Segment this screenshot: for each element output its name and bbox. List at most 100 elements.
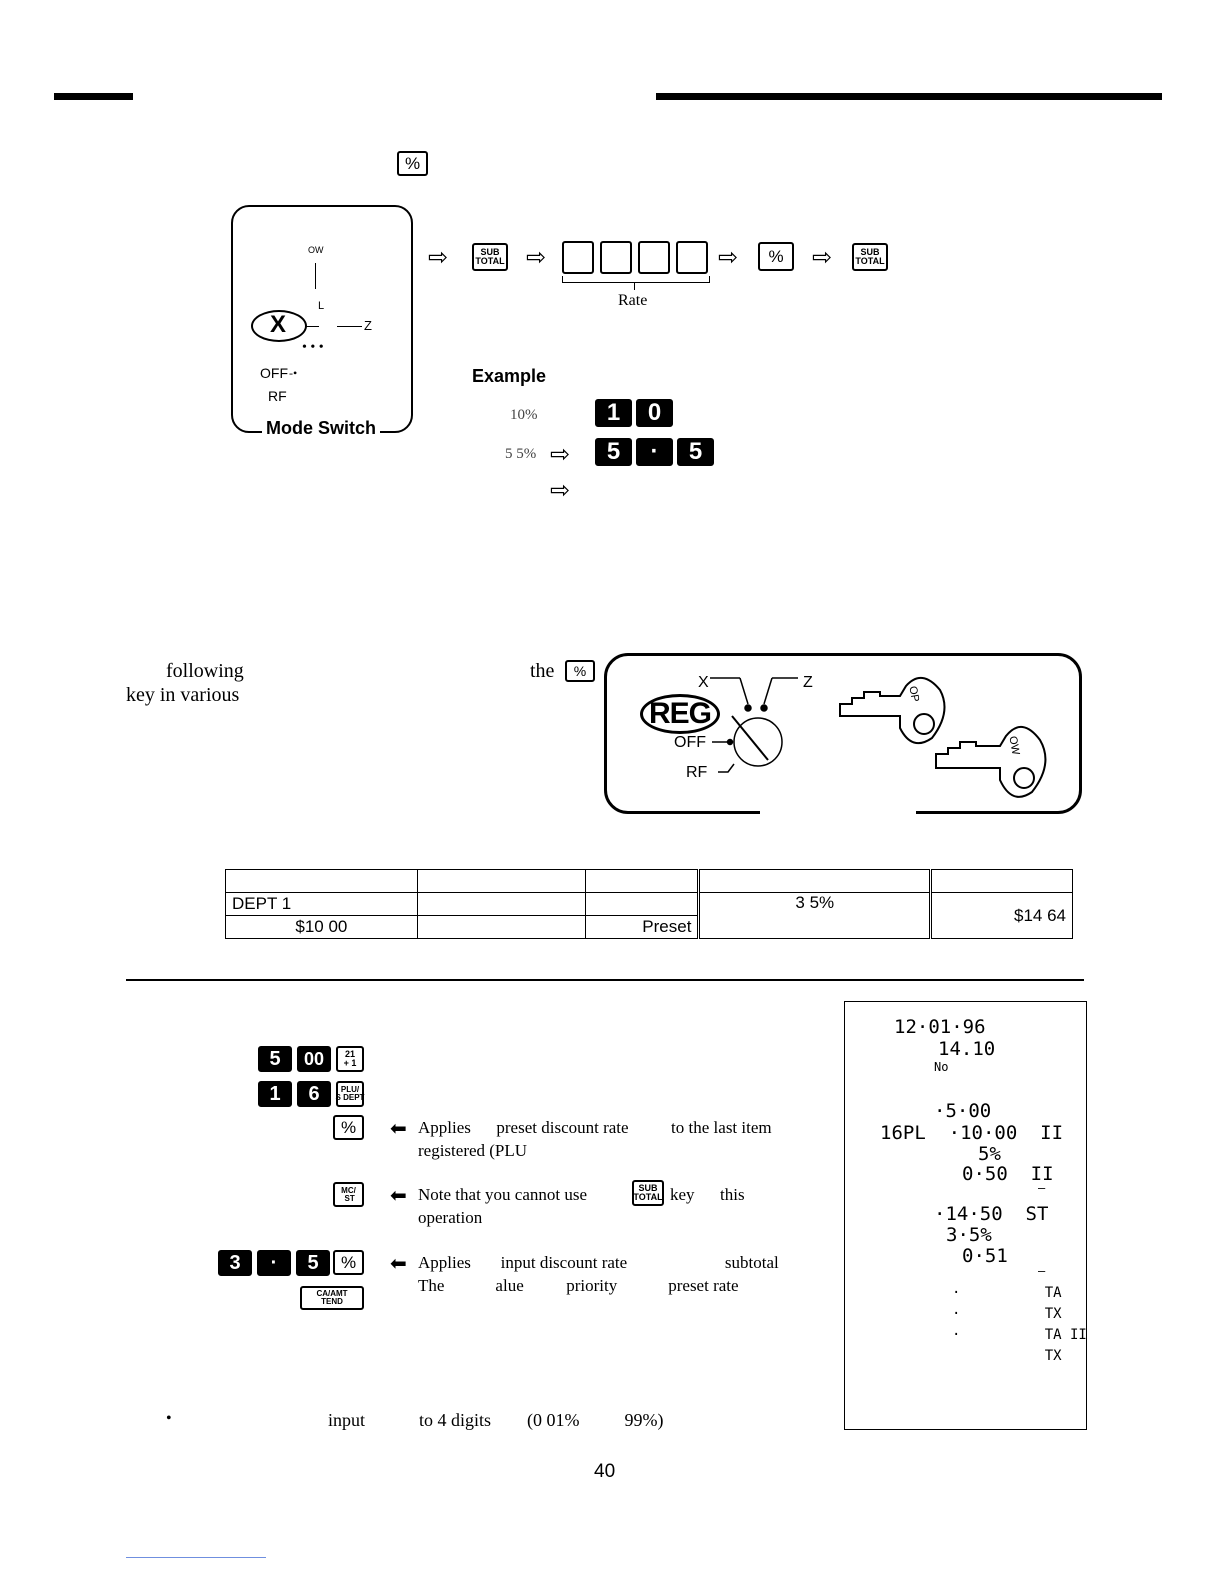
receipt-line: – (1038, 1264, 1046, 1278)
settings-table: DEPT 1 3 5% $14 64 $10 00 Preset (225, 869, 1073, 939)
rate-digit-box-2 (600, 241, 632, 274)
footer-rule (126, 1557, 266, 1558)
receipt-line: 16PL ·10·00 II (880, 1122, 1064, 1144)
subtotal-key-1: SUB TOTAL (472, 243, 508, 271)
proc-key-ca-amt: CA/AMT TEND (300, 1286, 364, 1310)
arrow-2: ⇨ (526, 243, 547, 271)
svg-text:OW: OW (1006, 735, 1021, 756)
proc-key-3: 3 (218, 1250, 252, 1276)
receipt-line: 5% (978, 1143, 1001, 1165)
example-arrow-1: ⇨ (550, 440, 571, 468)
table-cell (416, 892, 586, 916)
note-arrow-1: ⬅ (390, 1116, 407, 1140)
table-cell-preset: Preset (584, 915, 700, 939)
receipt-date: 12·01·96 (894, 1016, 986, 1038)
rate-digit-box-3 (638, 241, 670, 274)
note3-line1: Applies input discount rate subtotal (418, 1253, 779, 1272)
example-row2-label: 5 5% (505, 446, 537, 462)
intro-line2: key in various (126, 684, 240, 706)
receipt-time: 14.10 (938, 1038, 996, 1060)
proc-key-1: 1 (258, 1081, 292, 1107)
receipt-line: 3·5% (946, 1224, 992, 1246)
table-cell-price: $10 00 (225, 915, 418, 939)
table-cell (416, 915, 586, 939)
reg-dial (710, 677, 798, 773)
table-row (225, 869, 1073, 893)
table-cell-dept: DEPT 1 (225, 892, 418, 916)
arrow-4: ⇨ (812, 243, 833, 271)
proc-key-percent-2: % (333, 1250, 364, 1275)
reg-label-x: X (698, 674, 709, 691)
proc-key-6: 6 (297, 1081, 331, 1107)
receipt-line: · TX (952, 1306, 1062, 1322)
table-row: $10 00 Preset (225, 915, 1073, 939)
receipt-line: 0·50 II (962, 1163, 1054, 1185)
page-number: 40 (594, 1461, 616, 1482)
table-cell-total: $14 64 (929, 892, 1073, 939)
proc-key-percent: % (333, 1115, 364, 1140)
proc-key-5b: 5 (296, 1250, 330, 1276)
note-arrow-3: ⬅ (390, 1251, 407, 1275)
footer-bullet: • (166, 1410, 172, 1427)
note-subtotal-key: SUB TOTAL (632, 1180, 664, 1206)
table-cell (225, 869, 418, 893)
table-cell (584, 869, 700, 893)
example-key-0: 0 (636, 399, 673, 427)
receipt-line: ·14·50 ST (934, 1203, 1049, 1225)
intro-line1a: following (166, 660, 244, 682)
table-row: DEPT 1 3 5% $14 64 (225, 892, 1073, 939)
note3-line2: The alue priority preset rate (418, 1276, 739, 1295)
rate-label: Rate (618, 292, 648, 309)
footer-note-text: input to 4 digits (0 01% 99%) (328, 1410, 664, 1430)
rate-digit-box-4 (676, 241, 708, 274)
receipt-line: TX (952, 1348, 1062, 1364)
note2-line1: Note that you cannot use (418, 1185, 588, 1204)
receipt-line: – (1038, 1181, 1046, 1195)
proc-key-00: 00 (297, 1046, 331, 1072)
mode-z-line (337, 326, 362, 327)
intro-line1b: the (530, 660, 555, 682)
subtotal-key-2: SUB TOTAL (852, 243, 888, 271)
table-cell (697, 869, 932, 893)
key-op-icon: OP (839, 677, 946, 745)
proc-key-plu21: 21 + 1 (336, 1046, 364, 1072)
rate-bracket-tick (634, 282, 635, 290)
example-arrow-2: ⇨ (550, 476, 571, 504)
proc-key-plu-dept: PLU/ S DEPT (336, 1081, 364, 1107)
note1-line1: Applies preset discount rate to the last… (418, 1118, 772, 1137)
rate-bracket (562, 276, 710, 283)
table-cell-rate: 3 5% (697, 892, 932, 939)
example-title: Example (472, 366, 547, 386)
example-key-1: 1 (595, 399, 632, 427)
mode-label-rf: RF (268, 388, 287, 404)
receipt-line: · TA (952, 1285, 1062, 1301)
mode-label-z: Z (364, 318, 372, 333)
reg-label-z: Z (803, 674, 813, 691)
reg-label-off: OFF (674, 734, 706, 751)
mode-label-off: OFF (260, 365, 288, 381)
mode-off-dot: -• (289, 366, 298, 380)
proc-key-5: 5 (258, 1046, 292, 1072)
reg-label-rf: RF (686, 764, 708, 781)
percent-key-seq: % (758, 242, 794, 271)
receipt-no: No (934, 1060, 949, 1074)
table-cell (584, 892, 700, 916)
example-key-5b: 5 (677, 438, 714, 466)
example-row1-label: 10% (510, 407, 538, 423)
arrow-3: ⇨ (718, 243, 739, 271)
mode-x-line (305, 326, 319, 327)
note2-line3: operation (418, 1208, 483, 1227)
proc-key-dot: · (257, 1250, 291, 1276)
mode-label-ow: OW (308, 245, 324, 255)
table-cell (929, 869, 1073, 893)
header-bar-right (656, 93, 1162, 100)
arrow-1: ⇨ (428, 243, 449, 271)
proc-key-mc-st: MC/ ST (333, 1182, 364, 1207)
note1-line2: registered (PLU (418, 1141, 528, 1160)
note-arrow-2: ⬅ (390, 1183, 407, 1207)
mode-label-l: L (318, 300, 325, 312)
reg-dial-svg: OP OW (710, 677, 1047, 798)
mode-dots: • • • (302, 340, 324, 355)
percent-key-intro: % (565, 660, 595, 682)
header-bar-left (54, 93, 133, 100)
